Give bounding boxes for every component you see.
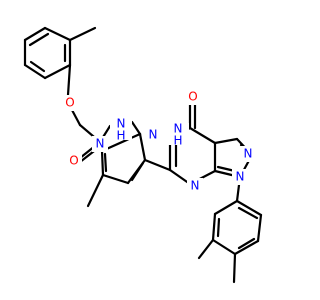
pyrimidine-h-label: H xyxy=(173,134,182,148)
pyrimidine-n-label-2: N xyxy=(191,179,200,193)
dimethyl-methyl-1-bond xyxy=(197,238,215,260)
label-bg-amide-o xyxy=(66,153,82,169)
label-bg-fused-n2 xyxy=(232,169,248,185)
methylpyrazole-ring xyxy=(100,132,147,185)
ether-oxygen-label: O xyxy=(65,96,74,110)
atom-labels: O O O N H N N N H N N N xyxy=(62,89,256,194)
label-bg-fused-n1 xyxy=(240,146,256,162)
aryl-oxygen-bond xyxy=(66,63,72,97)
amide-h-label: H xyxy=(116,129,125,143)
amide-n-pyrazole-bond xyxy=(130,120,142,136)
fused-pyrazole-n1-label: N xyxy=(244,147,253,161)
o-tolyl-ring xyxy=(23,26,72,80)
fused-pyrazole-n2-label: N xyxy=(236,170,245,184)
label-bg-ether-o xyxy=(62,95,78,111)
amide-oxygen-label: O xyxy=(69,154,78,168)
tolyl-methyl-bond xyxy=(68,26,97,42)
label-bg-pyrazole-n2 xyxy=(92,136,108,152)
oxygen-ch2-bond xyxy=(70,108,82,127)
dimethyl-methyl-2-bond xyxy=(232,252,237,284)
pyrimidine-n-label: N xyxy=(174,122,183,136)
pyrazole-n2-label: N xyxy=(96,137,105,151)
label-bg-amide-nh xyxy=(110,118,132,140)
pyrazole-methyl-bond xyxy=(86,173,105,208)
label-bg-pyrimidine-nh xyxy=(167,123,189,145)
pyrazole-n1-label: N xyxy=(149,128,158,142)
label-bg-ketone-o xyxy=(185,89,201,105)
chemical-structure: O O O N H N N N H N N N xyxy=(23,26,263,284)
label-bg-pyrimidine-n xyxy=(187,178,203,194)
dimethylphenyl-ring xyxy=(211,199,263,256)
ketone-oxygen-label: O xyxy=(188,90,197,104)
label-bg-pyrazole-n1 xyxy=(145,127,161,143)
amide-n-label: N xyxy=(117,117,126,131)
